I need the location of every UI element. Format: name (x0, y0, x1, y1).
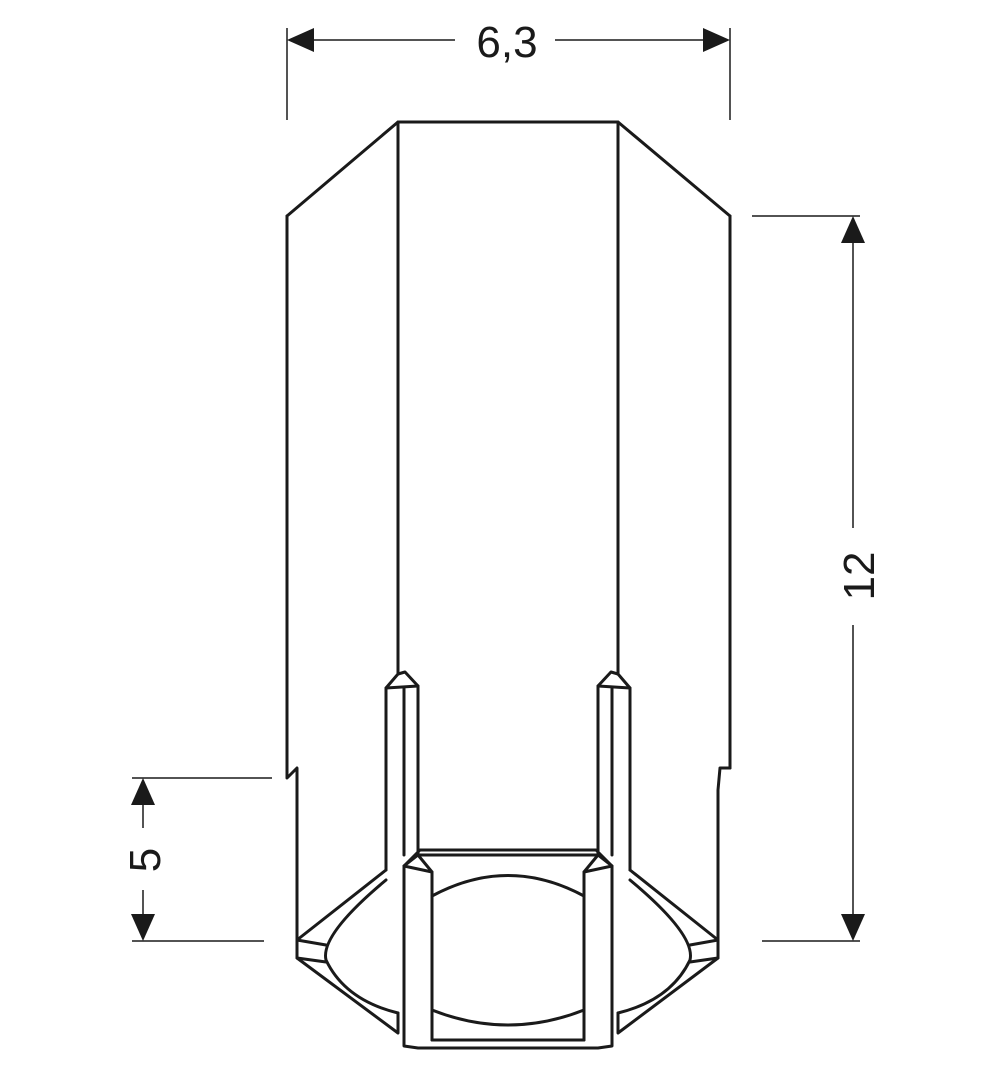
height-arrow-bottom-icon (841, 914, 865, 941)
finger-left (396, 670, 420, 857)
slot-depth-dimension (131, 777, 272, 942)
jaw-left-bevel-2 (295, 956, 328, 964)
finger-left-chamfer (384, 684, 420, 690)
finger-right-chamfer (596, 684, 632, 690)
width-label: 6,3 (476, 18, 537, 67)
slot-arrow-bottom-icon (131, 914, 155, 941)
hex-nut-bevel-right (582, 853, 614, 874)
part-top-outline (285, 120, 732, 218)
height-label: 12 (835, 552, 884, 601)
finger-right (596, 670, 620, 857)
hex-nut-top-bevel (402, 848, 614, 868)
jaw-right-arc (616, 878, 692, 1015)
hex-socket-part (285, 120, 732, 1050)
width-arrow-right-icon (703, 28, 730, 52)
width-dimension (286, 28, 731, 120)
jaw-right-bevel (688, 938, 720, 947)
slot-depth-label: 5 (121, 848, 170, 872)
finger-left-inner (384, 672, 400, 872)
step-left (285, 766, 299, 942)
bore-opening (430, 874, 586, 1027)
jaw-left-arc (324, 878, 400, 1015)
jaw-left-bevel (295, 938, 328, 947)
height-dimension (752, 215, 865, 942)
height-arrow-top-icon (841, 216, 865, 243)
step-right (716, 766, 732, 942)
finger-right-inner (616, 672, 632, 872)
hex-nut-bevel-left (402, 853, 434, 874)
jaw-right-bevel-2 (688, 956, 720, 964)
slot-arrow-top-icon (131, 778, 155, 805)
hex-nut-outer (402, 853, 614, 1050)
width-arrow-left-icon (287, 28, 314, 52)
